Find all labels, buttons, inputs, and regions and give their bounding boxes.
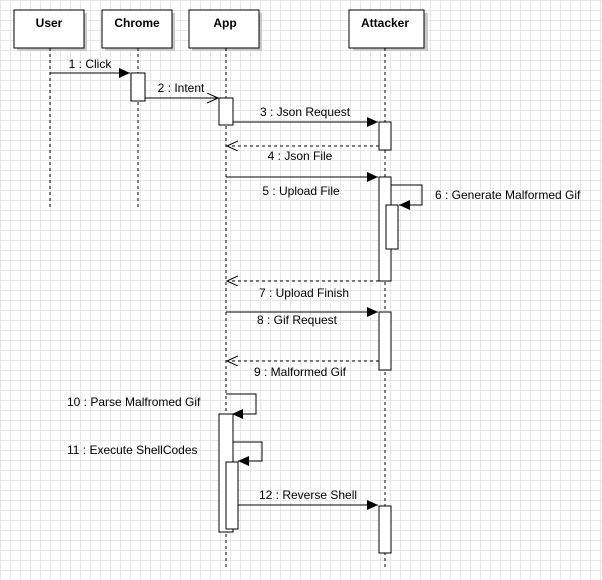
message-6-label: 6 : Generate Malformed Gif [435, 188, 581, 202]
message-3-label: 3 : Json Request [260, 105, 351, 119]
message-5: 5 : Upload File [226, 172, 378, 198]
participant-attacker: Attacker [348, 9, 428, 51]
participant-chrome: Chrome [101, 9, 175, 51]
message-11-arrow [233, 441, 263, 466]
participant-user: User [13, 9, 87, 51]
participant-user-label: User [36, 16, 63, 30]
participant-attacker-label: Attacker [361, 16, 409, 30]
message-10-arrow [226, 393, 257, 419]
message-3: 3 : Json Request [233, 105, 378, 127]
message-2: 2 : Intent [145, 81, 218, 98]
message-9-label: 9 : Malformed Gif [254, 365, 347, 379]
message-4: 4 : Json File [227, 146, 379, 163]
activation-app-nested [225, 461, 239, 530]
message-1-label: 1 : Click [69, 57, 113, 71]
participant-app-label: App [213, 16, 236, 30]
participant-chrome-label: Chrome [114, 16, 160, 30]
message-10: 10 : Parse Malfromed Gif [67, 393, 257, 419]
activation-app-1 [218, 97, 234, 126]
activation-attacker-1 [378, 121, 392, 151]
activation-attacker-3 [378, 311, 392, 371]
message-4-label: 4 : Json File [268, 149, 333, 163]
message-6-arrow [391, 184, 423, 210]
activation-chrome [130, 72, 146, 102]
activation-attacker-4 [378, 505, 392, 554]
message-11-label: 11 : Execute ShellCodes [67, 443, 198, 457]
message-5-label: 5 : Upload File [262, 184, 340, 198]
message-12-label: 12 : Reverse Shell [259, 488, 357, 502]
activation-attacker-nested [385, 204, 399, 250]
message-7: 7 : Upload Finish [227, 281, 379, 300]
message-6: 6 : Generate Malformed Gif [391, 184, 581, 210]
message-7-label: 7 : Upload Finish [259, 286, 349, 300]
message-8-label: 8 : Gif Request [257, 313, 338, 327]
message-11: 11 : Execute ShellCodes [67, 441, 263, 466]
message-2-label: 2 : Intent [158, 81, 205, 95]
message-10-label: 10 : Parse Malfromed Gif [67, 395, 201, 409]
message-9: 9 : Malformed Gif [227, 361, 379, 379]
participant-app: App [188, 9, 262, 51]
message-8: 8 : Gif Request [226, 307, 378, 327]
message-1: 1 : Click [50, 57, 130, 78]
message-12: 12 : Reverse Shell [238, 488, 378, 510]
